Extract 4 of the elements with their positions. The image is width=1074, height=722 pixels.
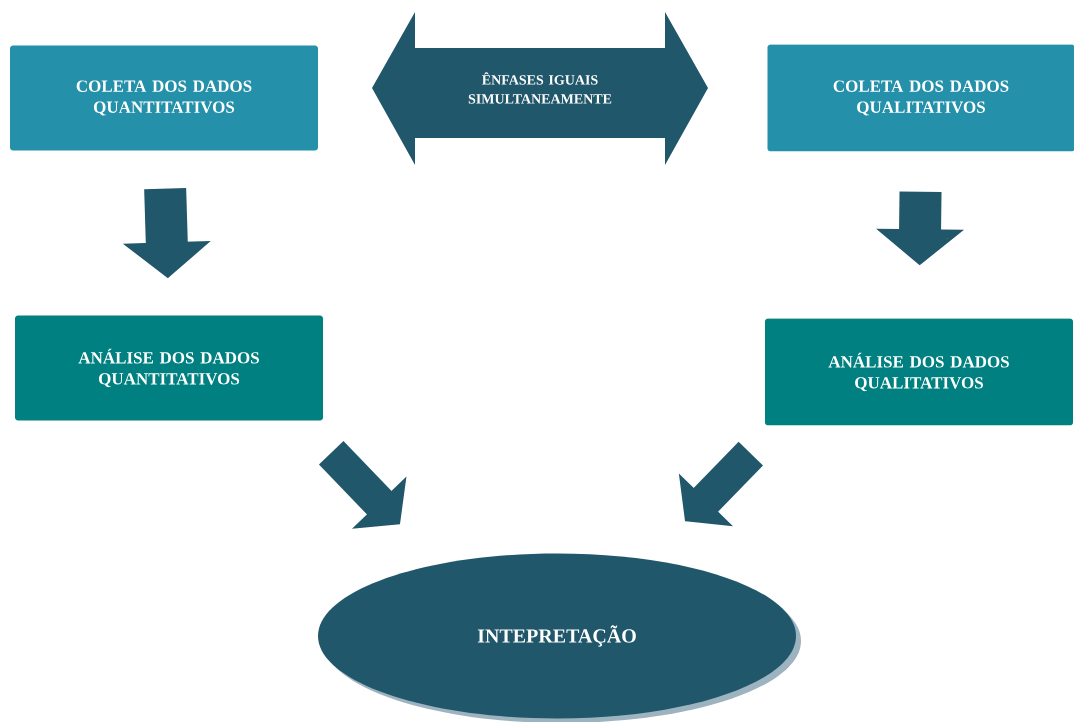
process-box: ANÁLISE DOS DADOS QUANTITATIVOS (15, 315, 323, 421)
process-box: ANÁLISE DOS DADOS QUALITATIVOS (765, 318, 1073, 426)
process-box: COLETA DOS DADOS QUALITATIVOS (767, 44, 1074, 152)
process-box: COLETA DOS DADOS QUANTITATIVOS (10, 45, 318, 151)
